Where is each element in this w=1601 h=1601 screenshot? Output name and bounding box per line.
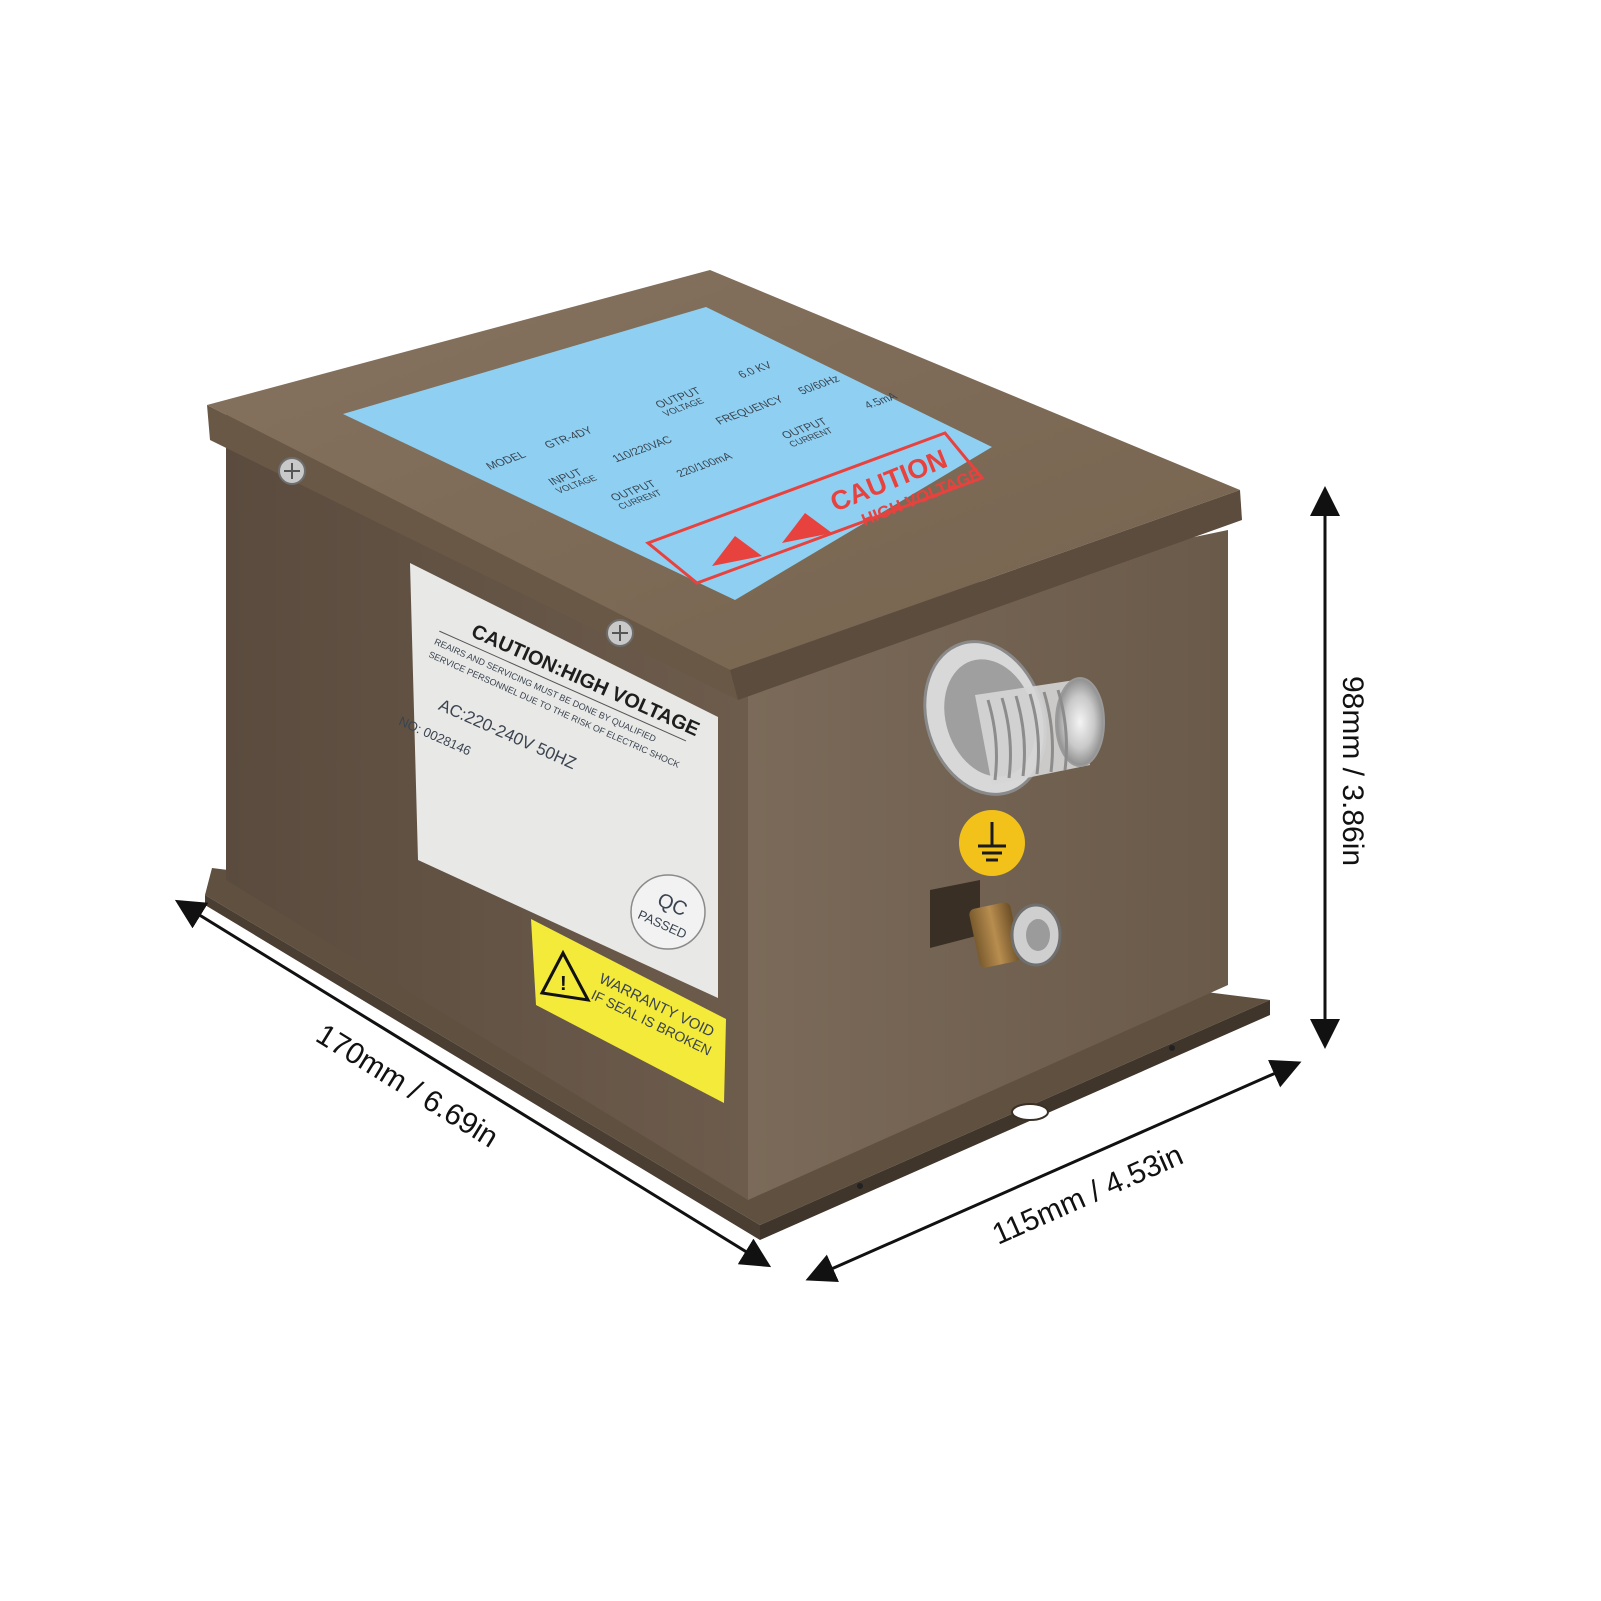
- lid-lip-side: [730, 490, 1242, 700]
- screw-icon: [278, 457, 306, 485]
- ground-terminal: [930, 880, 1062, 968]
- mount-hole: [857, 1183, 863, 1189]
- dimension-arrow-width: [805, 1059, 1302, 1283]
- lid-lip-front: [207, 405, 738, 700]
- clear-spring-cap: [975, 677, 1105, 785]
- svg-text:!: !: [560, 973, 567, 995]
- lightning-triangle-icon: [782, 513, 832, 543]
- mount-hole: [1011, 1103, 1049, 1121]
- caution-box: [645, 431, 985, 585]
- dimension-arrow-length: [174, 899, 772, 1268]
- dimension-height-label: 98mm / 3.86in: [1336, 676, 1369, 866]
- mount-hole: [1169, 1045, 1175, 1051]
- screw-icon: [606, 619, 634, 647]
- qc-passed-stamp: QC PASSED: [630, 874, 706, 950]
- ground-symbol-icon: [959, 810, 1025, 876]
- warning-triangle-icon: [712, 536, 762, 566]
- high-voltage-output-connector: [923, 640, 1105, 796]
